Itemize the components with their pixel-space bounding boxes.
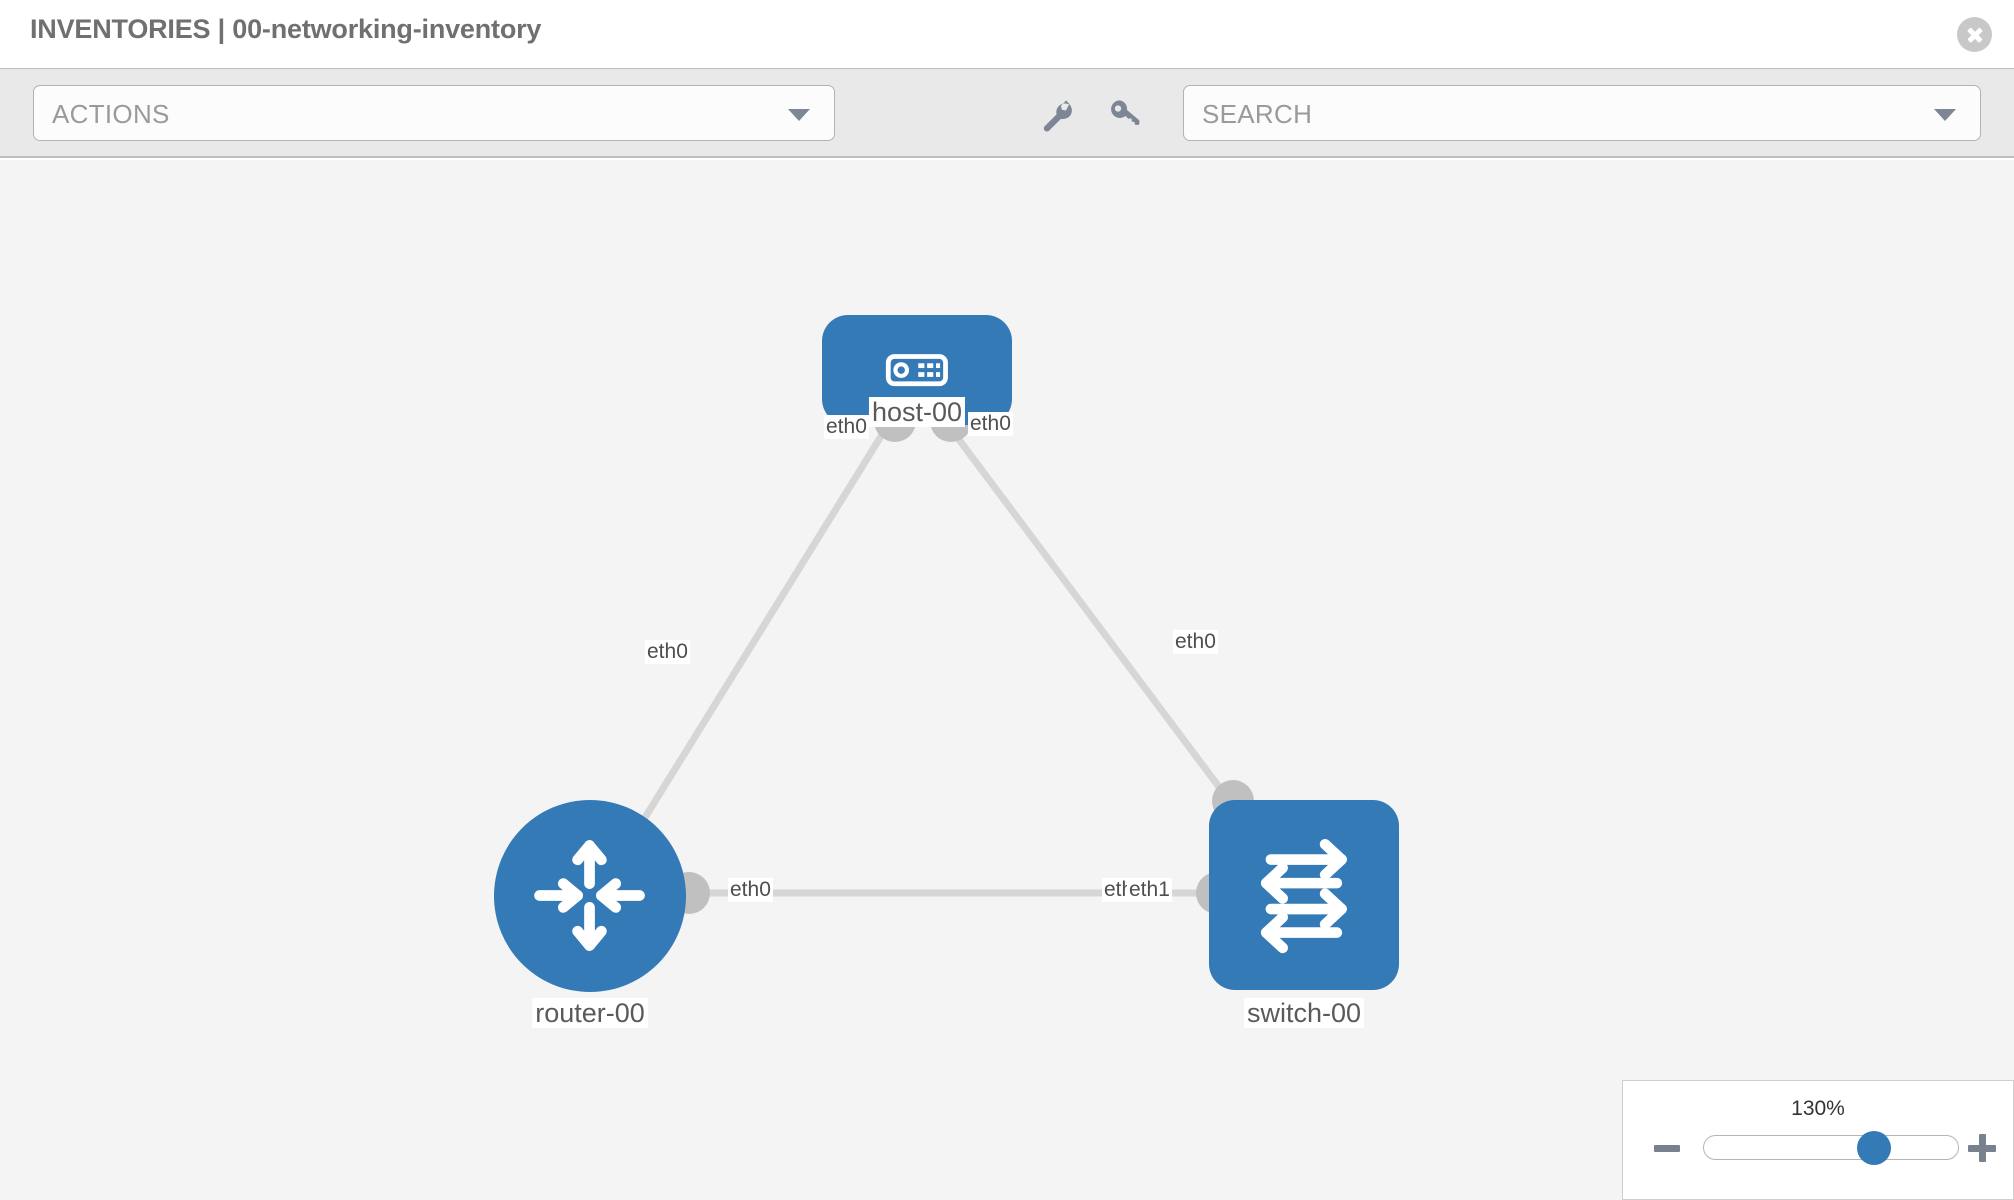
close-icon[interactable] — [1957, 17, 1992, 52]
zoom-in-button[interactable] — [1965, 1131, 1999, 1165]
node-host-00-label: host-00 — [868, 397, 966, 428]
chevron-down-icon[interactable] — [1934, 109, 1956, 121]
key-icon[interactable] — [1105, 95, 1147, 135]
zoom-control-panel: 130% — [1622, 1080, 2014, 1200]
node-host-00[interactable]: host-00 — [822, 315, 1012, 475]
search-placeholder: SEARCH — [1202, 99, 1313, 129]
wrench-icon[interactable] — [1038, 95, 1080, 135]
zoom-level-value: 130% — [1791, 1097, 1845, 1120]
page-title: INVENTORIES | 00-networking-inventory — [30, 14, 542, 44]
node-switch-00-shape[interactable] — [1209, 800, 1399, 990]
node-switch-00[interactable]: switch-00 — [1209, 800, 1399, 1050]
edge-label-host-right: eth0 — [968, 412, 1013, 437]
zoom-slider-track[interactable] — [1703, 1130, 1959, 1165]
node-switch-00-label: switch-00 — [1243, 998, 1365, 1029]
link-host-switch — [945, 422, 1249, 826]
edge-label-router-up: eth0 — [645, 640, 690, 665]
switch-arrows-icon — [1245, 836, 1363, 954]
actions-dropdown[interactable]: ACTIONS — [33, 85, 835, 141]
topology-canvas[interactable]: host-00 — [0, 160, 2014, 1200]
node-router-00[interactable]: router-00 — [494, 800, 686, 1050]
search-input[interactable]: SEARCH — [1183, 85, 1981, 141]
chevron-down-icon — [788, 109, 810, 121]
zoom-out-button[interactable] — [1651, 1131, 1685, 1165]
actions-dropdown-label: ACTIONS — [52, 99, 170, 129]
edge-label-switch-up: eth0 — [1173, 630, 1218, 655]
edge-label-switch-left-b: eth1 — [1127, 878, 1172, 903]
node-router-00-label: router-00 — [532, 998, 648, 1029]
edge-label-router-right: eth0 — [728, 878, 773, 903]
edge-label-host-left: eth0 — [824, 415, 869, 440]
toolbar: ACTIONS SEARCH — [0, 68, 2014, 158]
zoom-slider-thumb[interactable] — [1857, 1130, 1892, 1165]
link-host-router — [625, 423, 891, 847]
router-arrows-icon — [530, 836, 649, 955]
window-header: INVENTORIES | 00-networking-inventory — [0, 0, 2014, 68]
server-icon — [858, 336, 976, 404]
node-router-00-shape[interactable] — [494, 800, 686, 992]
